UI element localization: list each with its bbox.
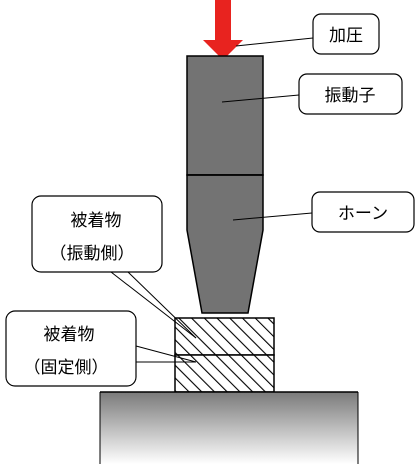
label-pressure: 加圧 [329,26,363,46]
label-upper-workpiece-line2: （振動側） [50,244,135,264]
horn-block [186,174,264,314]
base-anvil [99,391,359,464]
label-upper-workpiece-line1: 被着物 [71,211,122,231]
callout-lower-workpiece: 被着物 （固定側） [5,310,197,387]
label-vibrator: 振動子 [325,86,376,106]
callout-horn: ホーン [232,191,415,233]
pressure-arrow [203,0,243,60]
callout-pressure: 加圧 [235,13,380,55]
label-lower-workpiece-line2: （固定側） [24,358,109,378]
label-lower-workpiece-line1: 被着物 [44,325,95,345]
upper-workpiece-block [174,317,275,356]
callout-upper-workpiece: 被着物 （振動側） [31,195,197,339]
callout-vibrator: 振動子 [221,73,403,115]
vibrator-block [186,55,264,176]
label-horn: ホーン [338,204,388,224]
